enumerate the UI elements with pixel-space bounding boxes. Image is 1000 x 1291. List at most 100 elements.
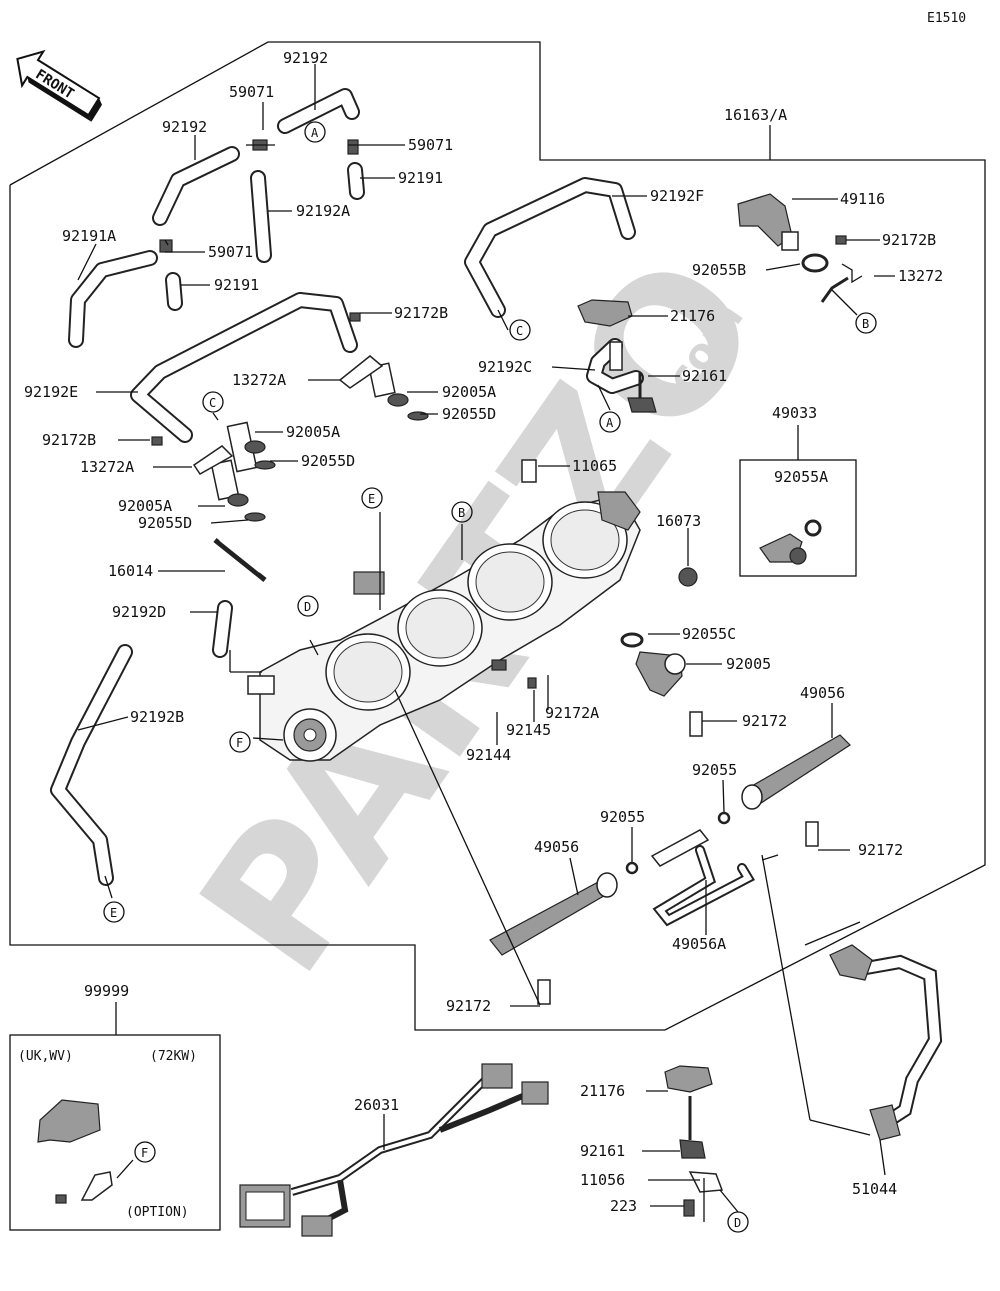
- label-92055a: 92055A: [774, 468, 828, 486]
- fuel-rail-right: [741, 734, 851, 847]
- option-box-uk-wv: (UK,WV): [18, 1049, 73, 1064]
- label-13272a-a: 13272A: [232, 371, 286, 389]
- callout-f-option-label: F: [141, 1146, 148, 1160]
- callout-f-mid: F: [229, 731, 251, 753]
- label-92192f: 92192F: [650, 187, 704, 205]
- label-92055-a: 92055: [692, 761, 737, 779]
- label-92192d: 92192D: [112, 603, 166, 621]
- sensor-21176: [577, 299, 657, 413]
- label-92145: 92145: [506, 721, 551, 739]
- label-92005a-c: 92005A: [118, 497, 172, 515]
- callouts: A C B A C E B D F E F D: [103, 121, 877, 1233]
- callout-f-mid-label: F: [236, 736, 243, 750]
- diagram-code: E1510: [927, 11, 966, 26]
- label-21176-a: 21176: [670, 307, 715, 325]
- callout-e-mid: E: [361, 487, 383, 509]
- label-92055c: 92055C: [682, 625, 736, 643]
- fuel-tee-49056a: [625, 811, 756, 927]
- callout-d-bottom: D: [727, 1211, 749, 1233]
- part-labels: 92192 59071 92192 59071 92191 92192A 921…: [18, 49, 943, 1220]
- callout-c-top: C: [509, 319, 531, 341]
- injector-16014: [213, 538, 267, 582]
- label-49033: 49033: [772, 404, 817, 422]
- label-92161-b: 92161: [580, 1142, 625, 1160]
- callout-c-left-label: C: [209, 396, 216, 410]
- callout-e-bottom-label: E: [110, 906, 117, 920]
- label-16014: 16014: [108, 562, 153, 580]
- option-box-99999: [9, 1034, 221, 1231]
- label-92055b: 92055B: [692, 261, 746, 279]
- label-49056a: 49056A: [672, 935, 726, 953]
- label-92055-b: 92055: [600, 808, 645, 826]
- label-92191a: 92191A: [62, 227, 116, 245]
- label-92144: 92144: [466, 746, 511, 764]
- callout-d-bottom-label: D: [734, 1216, 741, 1230]
- callout-a-top: A: [304, 121, 326, 143]
- label-59071-b: 59071: [408, 136, 453, 154]
- label-92172b-left: 92172B: [42, 431, 96, 449]
- callout-a-top-label: A: [311, 126, 319, 140]
- label-59071-c: 59071: [208, 243, 253, 261]
- front-arrow-icon: FRONT: [16, 49, 102, 122]
- breather-hoses: [50, 177, 644, 886]
- label-92172b-mid: 92172B: [394, 304, 448, 322]
- label-92191-a: 92191: [398, 169, 443, 187]
- vacuum-hose-assembly: [68, 88, 365, 348]
- label-13272: 13272: [898, 267, 943, 285]
- label-26031: 26031: [354, 1096, 399, 1114]
- leader-lines: [77, 64, 895, 1222]
- callout-e-bottom: E: [103, 901, 125, 923]
- wire-harness-26031: [239, 1063, 549, 1237]
- label-92161-a: 92161: [682, 367, 727, 385]
- label-92005: 92005: [726, 655, 771, 673]
- label-49056-left: 49056: [534, 838, 579, 856]
- intake-fittings: [151, 235, 847, 582]
- label-92192-left: 92192: [162, 118, 207, 136]
- callout-d-mid-label: D: [304, 600, 311, 614]
- callout-b-right: B: [855, 312, 877, 334]
- label-92191-b: 92191: [214, 276, 259, 294]
- callout-b-mid-label: B: [458, 506, 465, 520]
- callout-b-right-label: B: [862, 317, 869, 331]
- fitting-92005: [620, 632, 703, 737]
- label-223: 223: [610, 1197, 637, 1215]
- callout-e-mid-label: E: [368, 492, 375, 506]
- label-59071-a: 59071: [229, 83, 274, 101]
- callout-c-top-label: C: [516, 324, 523, 338]
- label-92172-a: 92172: [742, 712, 787, 730]
- callout-f-option: F: [134, 1141, 156, 1163]
- label-92192-top: 92192: [283, 49, 328, 67]
- label-92192c: 92192C: [478, 358, 532, 376]
- callout-b-mid: B: [451, 501, 473, 523]
- callout-c-left: C: [202, 391, 224, 413]
- label-92055d-a: 92055D: [442, 405, 496, 423]
- fuel-rail-left: [489, 872, 618, 1005]
- fuel-hose-51044: [829, 944, 943, 1141]
- label-92192e: 92192E: [24, 383, 78, 401]
- label-92172-b: 92172: [858, 841, 903, 859]
- callout-a-mid: A: [599, 411, 621, 433]
- label-92172b-right: 92172B: [882, 231, 936, 249]
- throttle-body-assembly: [247, 491, 641, 762]
- grommet-16073: [678, 567, 698, 587]
- label-16073: 16073: [656, 512, 701, 530]
- hose-fitting-59071: [159, 139, 359, 253]
- label-11065: 11065: [572, 457, 617, 475]
- label-92172-c: 92172: [446, 997, 491, 1015]
- label-51044: 51044: [852, 1180, 897, 1198]
- callout-d-mid: D: [297, 595, 319, 617]
- label-49056-right: 49056: [800, 684, 845, 702]
- label-92172a: 92172A: [545, 704, 599, 722]
- label-92055d-b: 92055D: [301, 452, 355, 470]
- label-92192a: 92192A: [296, 202, 350, 220]
- sensor-49116: [737, 193, 849, 303]
- label-49116: 49116: [840, 190, 885, 208]
- label-11056: 11056: [580, 1171, 625, 1189]
- main-frame-outline: [9, 41, 986, 1031]
- label-99999: 99999: [84, 982, 129, 1000]
- label-92005a-a: 92005A: [442, 383, 496, 401]
- sensor-group-bottom: [664, 1065, 724, 1217]
- label-13272a-b: 13272A: [80, 458, 134, 476]
